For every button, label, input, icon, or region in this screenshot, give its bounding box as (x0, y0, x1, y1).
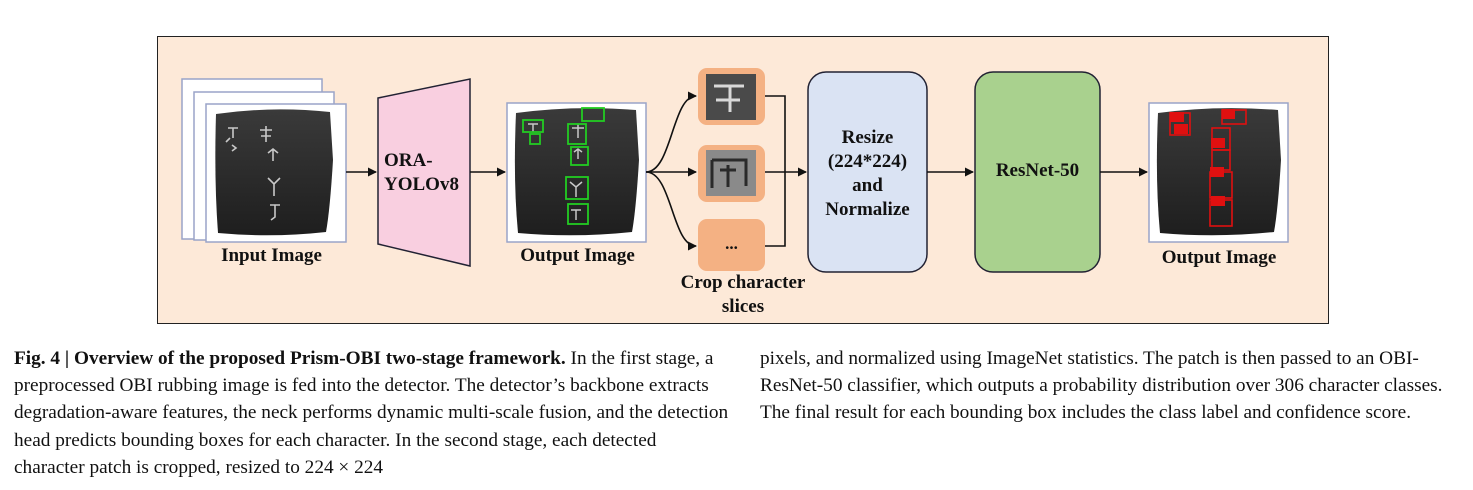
figure-label: Fig. 4 | Overview of the proposed Prism-… (14, 348, 566, 369)
figure-caption-left: Fig. 4 | Overview of the proposed Prism-… (14, 345, 729, 481)
resize-label-line2: (224*224) (827, 151, 908, 172)
figure-caption-right: pixels, and normalized using ImageNet st… (760, 348, 1443, 424)
flow-arrows (346, 91, 1148, 251)
input-rubbing (215, 109, 333, 236)
detector-label-line2: YOLOv8 (384, 174, 459, 195)
resize-label-line3: and (852, 175, 883, 196)
crop-label-line1: Crop character (680, 272, 806, 293)
crop-ellipsis: ... (725, 234, 738, 253)
output-image-2-label: Output Image (1161, 247, 1277, 268)
input-glyphs (225, 126, 281, 221)
caption-left-text: In the first stage, a preprocessed OBI r… (14, 348, 729, 478)
input-image-label: Input Image (221, 245, 322, 266)
resize-label-line4: Normalize (825, 199, 910, 220)
crop-slice-more (698, 219, 765, 271)
output-image-1-label: Output Image (520, 245, 635, 266)
crop-label-line2: slices (721, 296, 765, 317)
classifier-label: ResNet-50 (995, 160, 1080, 181)
detector-block (377, 78, 471, 267)
output-image-detected (506, 102, 647, 243)
detection-boxes (522, 107, 605, 225)
class-tags (1170, 109, 1235, 206)
framework-diagram (181, 68, 1289, 273)
input-image-stack (181, 78, 347, 243)
detector-label-line1: ORA- (384, 150, 433, 171)
resize-label-line1: Resize (841, 127, 894, 148)
output-image-classified (1148, 102, 1289, 243)
